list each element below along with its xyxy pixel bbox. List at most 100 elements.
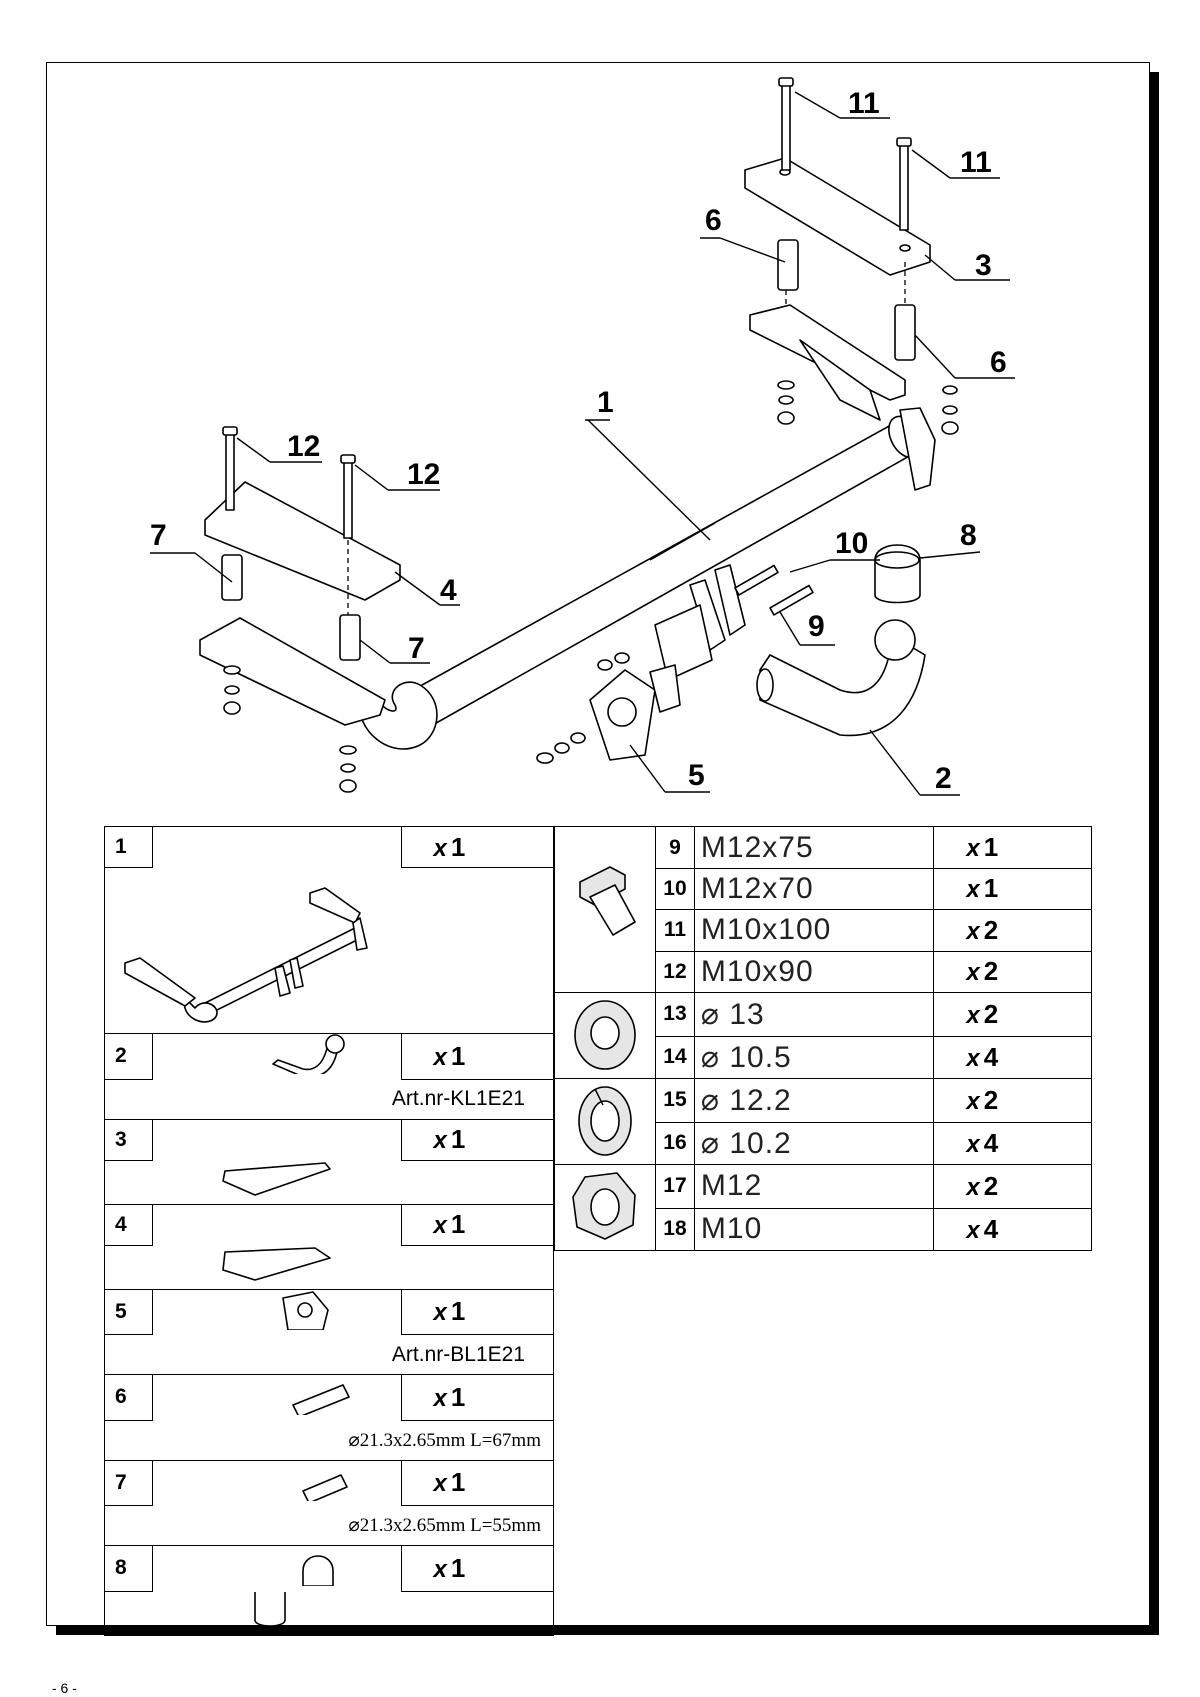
item-number: 8 (104, 1545, 153, 1592)
ball-cover-thumbnail-base (254, 1591, 286, 1627)
callout-7-left: 7 (150, 519, 167, 552)
callout-7-right: 7 (408, 632, 425, 665)
item-number: 4 (104, 1203, 153, 1246)
item-number: 5 (104, 1288, 153, 1335)
callout-6-top: 6 (705, 204, 722, 237)
callout-3: 3 (975, 249, 992, 282)
frame-shadow-right (1150, 72, 1159, 1635)
article-number: Art.nr-KL1E21 (104, 1079, 554, 1120)
page-number: - 6 - (52, 1680, 77, 1696)
item-number: 14 (655, 1035, 695, 1080)
towball-assembly (756, 544, 926, 737)
item-number: 13 (655, 992, 695, 1037)
article-number: Art.nr-BL1E21 (104, 1334, 554, 1375)
item-number: 2 (104, 1033, 153, 1080)
flat-washer-icon (574, 1000, 636, 1070)
bolt-illustration (554, 826, 656, 993)
center-bracket (654, 564, 746, 681)
spring-washer-illustration (554, 1078, 656, 1165)
right-bracket-assembly (744, 77, 959, 435)
item-number: 15 (655, 1078, 695, 1123)
ball-cover-thumbnail (301, 1555, 334, 1587)
callout-10: 10 (835, 527, 868, 560)
callout-12-left: 12 (287, 430, 320, 463)
callout-9: 9 (808, 610, 825, 643)
item-spec: M10 (693, 1207, 935, 1252)
exploded-assembly-drawing: 11 11 6 3 6 1 12 12 7 4 7 10 8 9 5 2 (150, 77, 1015, 796)
callout-11-top: 11 (848, 87, 880, 120)
callout-11-right: 11 (960, 146, 992, 179)
socket-plate-assembly (536, 564, 814, 764)
item-number: 18 (655, 1207, 695, 1252)
item-spec: ⌀ 12.2 (693, 1078, 935, 1123)
bolt-icon (579, 866, 636, 936)
item-spec: M12x75 (693, 826, 935, 869)
item-spec: ⌀ 13 (693, 992, 935, 1037)
tube-dimensions: ⌀21.3x2.65mm L=55mm (104, 1505, 554, 1546)
nut-illustration (554, 1164, 656, 1251)
item-3-illustration (104, 1160, 554, 1205)
item-number: 11 (655, 908, 695, 952)
callout-4: 4 (440, 574, 457, 607)
leader-lines (150, 91, 1015, 796)
left-plate-thumbnail (222, 1246, 331, 1281)
tube-dimensions: ⌀21.3x2.65mm L=67mm (104, 1420, 554, 1461)
callout-6-right: 6 (990, 346, 1007, 379)
right-plate-thumbnail (222, 1161, 331, 1196)
item-number: 17 (655, 1164, 695, 1209)
spacer-tube-thumbnail (291, 1384, 350, 1418)
callout-5: 5 (688, 759, 705, 792)
item-spec: M12 (693, 1164, 935, 1209)
item-spec: ⌀ 10.2 (693, 1121, 935, 1166)
item-number: 3 (104, 1118, 153, 1161)
frame-shadow-bottom (56, 1626, 1159, 1635)
item-number: 6 (104, 1374, 153, 1421)
hex-nut-icon (572, 1172, 636, 1240)
crossbar-tube (358, 407, 936, 750)
callout-2: 2 (935, 762, 952, 795)
item-number: 12 (655, 950, 695, 994)
item-number: 16 (655, 1121, 695, 1166)
spacer-tube-thumbnail (301, 1473, 348, 1504)
callout-1: 1 (597, 386, 614, 419)
item-number: 1 (104, 826, 153, 868)
item-number: 9 (655, 826, 695, 869)
towball-thumbnail (271, 1034, 345, 1078)
item-spec: M12x70 (693, 868, 935, 910)
item-spec: M10x100 (693, 908, 935, 952)
item-number: 7 (104, 1459, 153, 1506)
socket-plate-thumbnail (281, 1290, 329, 1331)
item-spec: ⌀ 10.5 (693, 1035, 935, 1080)
spring-washer-icon (578, 1086, 632, 1156)
item-8-illustration (104, 1591, 554, 1636)
callout-12-right: 12 (407, 458, 440, 491)
flat-washer-illustration (554, 992, 656, 1079)
callout-8: 8 (960, 519, 977, 552)
crossbar-thumbnail (124, 887, 368, 1023)
item-spec: M10x90 (693, 950, 935, 994)
item-number: 10 (655, 868, 695, 910)
item-1-illustration (104, 867, 554, 1034)
item-4-illustration (104, 1245, 554, 1290)
left-bracket-assembly (199, 426, 401, 793)
